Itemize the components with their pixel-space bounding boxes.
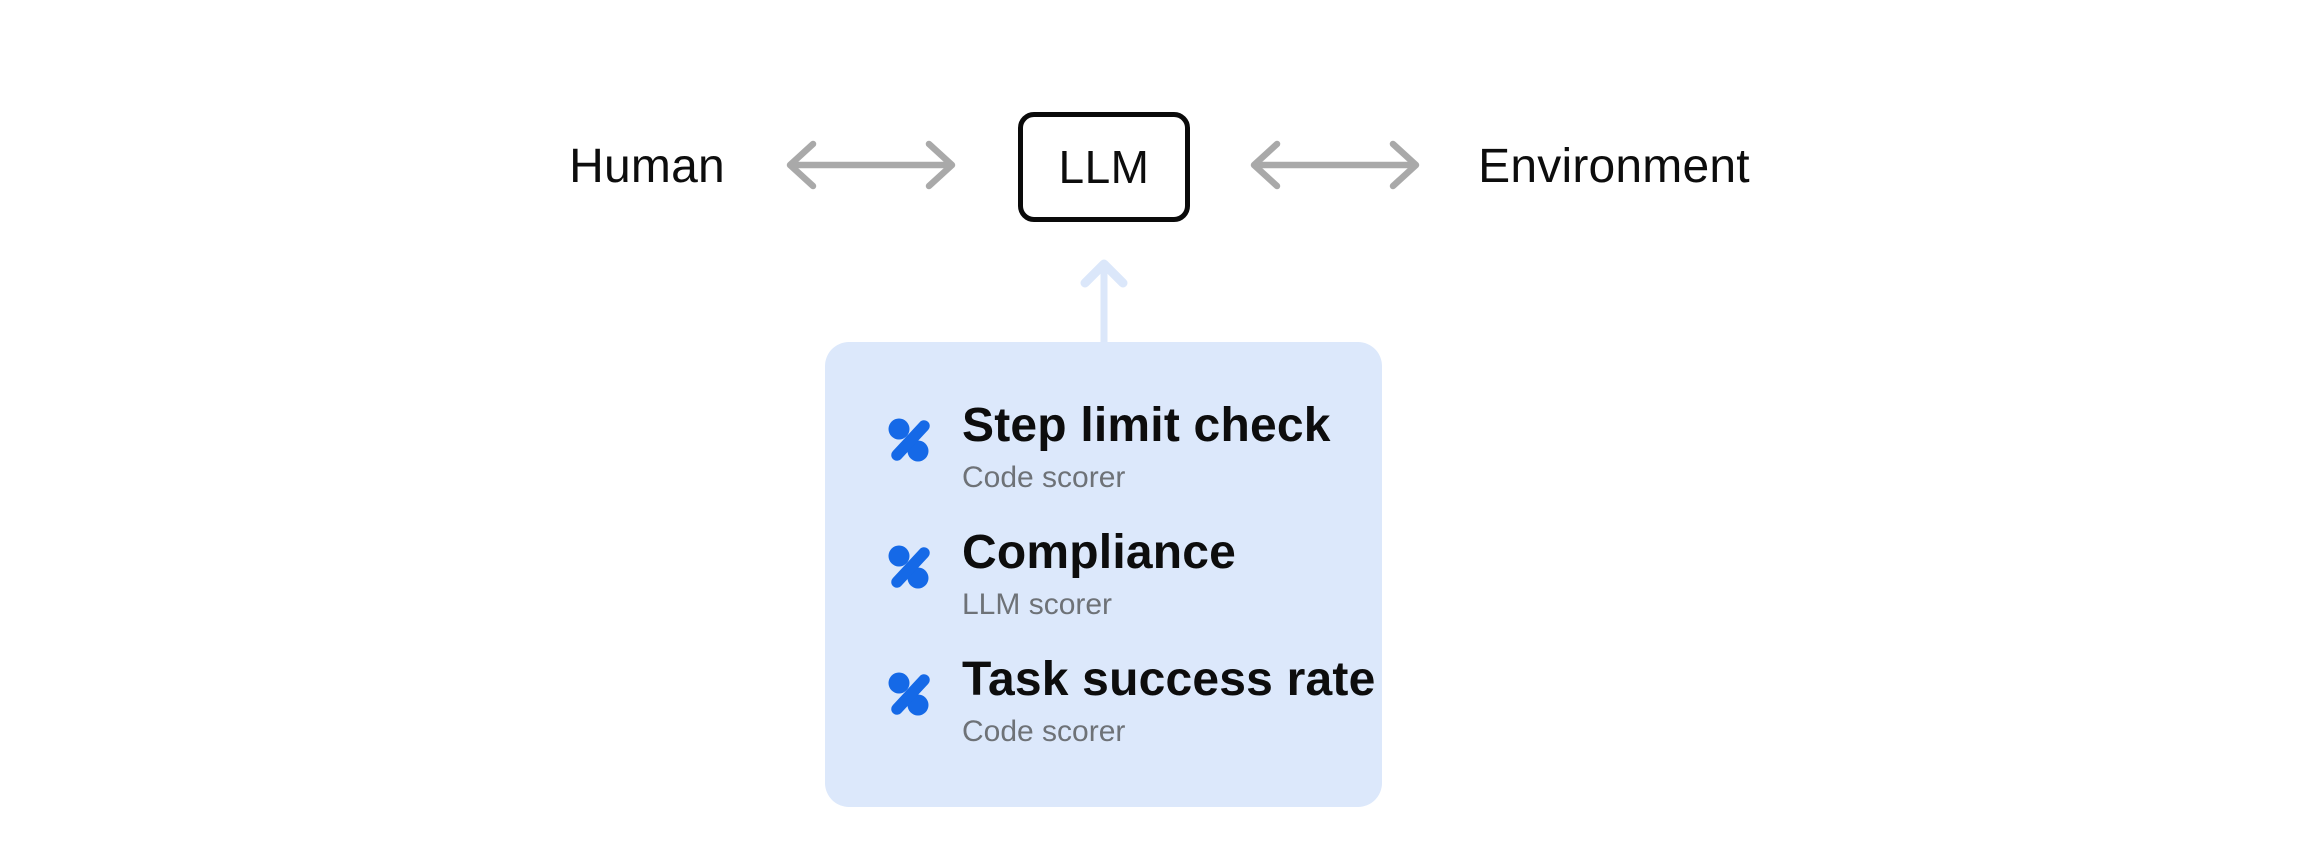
scorer-title: Compliance [962,526,1237,579]
llm-node-label: LLM [1058,141,1150,193]
environment-node-label: Environment [1478,140,1750,193]
scorer-subtitle: Code scorer [962,461,1126,494]
percent-scorer-icon [888,418,930,462]
scorer-item: Task success rate Code scorer [887,651,1375,751]
percent-scorer-icon [888,545,930,589]
scorer-subtitle: LLM scorer [962,588,1113,621]
scorers-panel: Step limit check Code scorer Compliance … [825,342,1382,807]
panel-to-llm-up-arrow-icon [1080,259,1128,346]
human-llm-double-arrow-icon [786,140,956,190]
human-node-label: Human [569,140,725,193]
scorer-subtitle: Code scorer [962,715,1126,748]
scorer-item: Step limit check Code scorer [887,397,1342,497]
scorer-text-block: Step limit check Code scorer [962,397,1331,497]
scorer-text-block: Task success rate Code scorer [962,651,1375,751]
scorer-text-block: Compliance LLM scorer [962,524,1236,624]
scorer-item: Compliance LLM scorer [887,524,1342,624]
scorer-title: Task success rate [962,653,1376,706]
scorer-title: Step limit check [962,399,1331,452]
percent-scorer-icon [888,672,930,716]
llm-node-box: LLM [1018,112,1190,222]
llm-environment-double-arrow-icon [1250,140,1420,190]
